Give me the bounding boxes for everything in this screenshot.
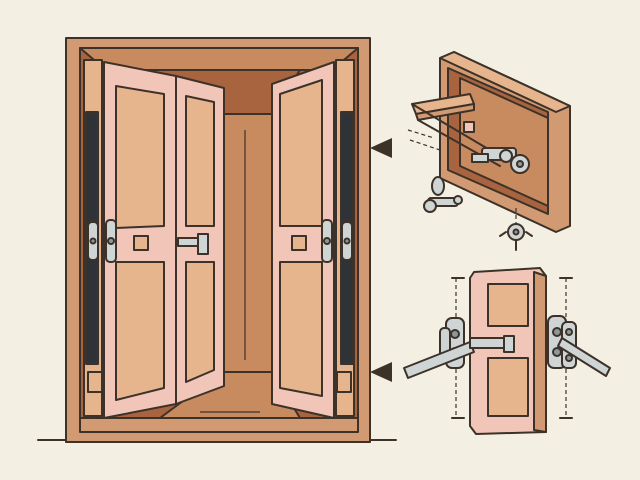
- door-latch-closeup-icon: [403, 267, 611, 435]
- right-door-lock-plate: [291, 235, 307, 251]
- right-jamb-block: [336, 371, 352, 393]
- left-latch-lever: [403, 317, 515, 379]
- right-door-lower-panel: [279, 261, 323, 397]
- cabinet-base: [79, 417, 359, 433]
- left-door-front-leaf: [103, 61, 177, 419]
- hanging-hook-part: [499, 208, 533, 251]
- right-latch-lever: [547, 315, 611, 377]
- right-door-upper-panel: [279, 79, 323, 227]
- left-hinge-hardware: [87, 219, 117, 263]
- left-jamb-block: [87, 371, 103, 393]
- door-handle: [177, 233, 209, 255]
- cabinet-hardware-closeup-icon: [407, 51, 571, 251]
- second-leaf-upper-panel: [185, 95, 215, 227]
- left-door-lock-plate: [133, 235, 149, 251]
- right-hinge-hardware: [321, 219, 353, 263]
- left-door-lower-panel: [115, 261, 165, 401]
- second-leaf-lower-panel: [185, 261, 215, 383]
- interior-back-wall: [221, 113, 273, 373]
- double-door-cabinet-icon: [37, 37, 397, 443]
- right-door-leaf: [271, 61, 335, 419]
- triangle-pointer-icon: [370, 138, 392, 158]
- triangle-pointer-icon: [370, 362, 392, 382]
- screw-part: [423, 176, 463, 213]
- left-door-upper-panel: [115, 85, 165, 229]
